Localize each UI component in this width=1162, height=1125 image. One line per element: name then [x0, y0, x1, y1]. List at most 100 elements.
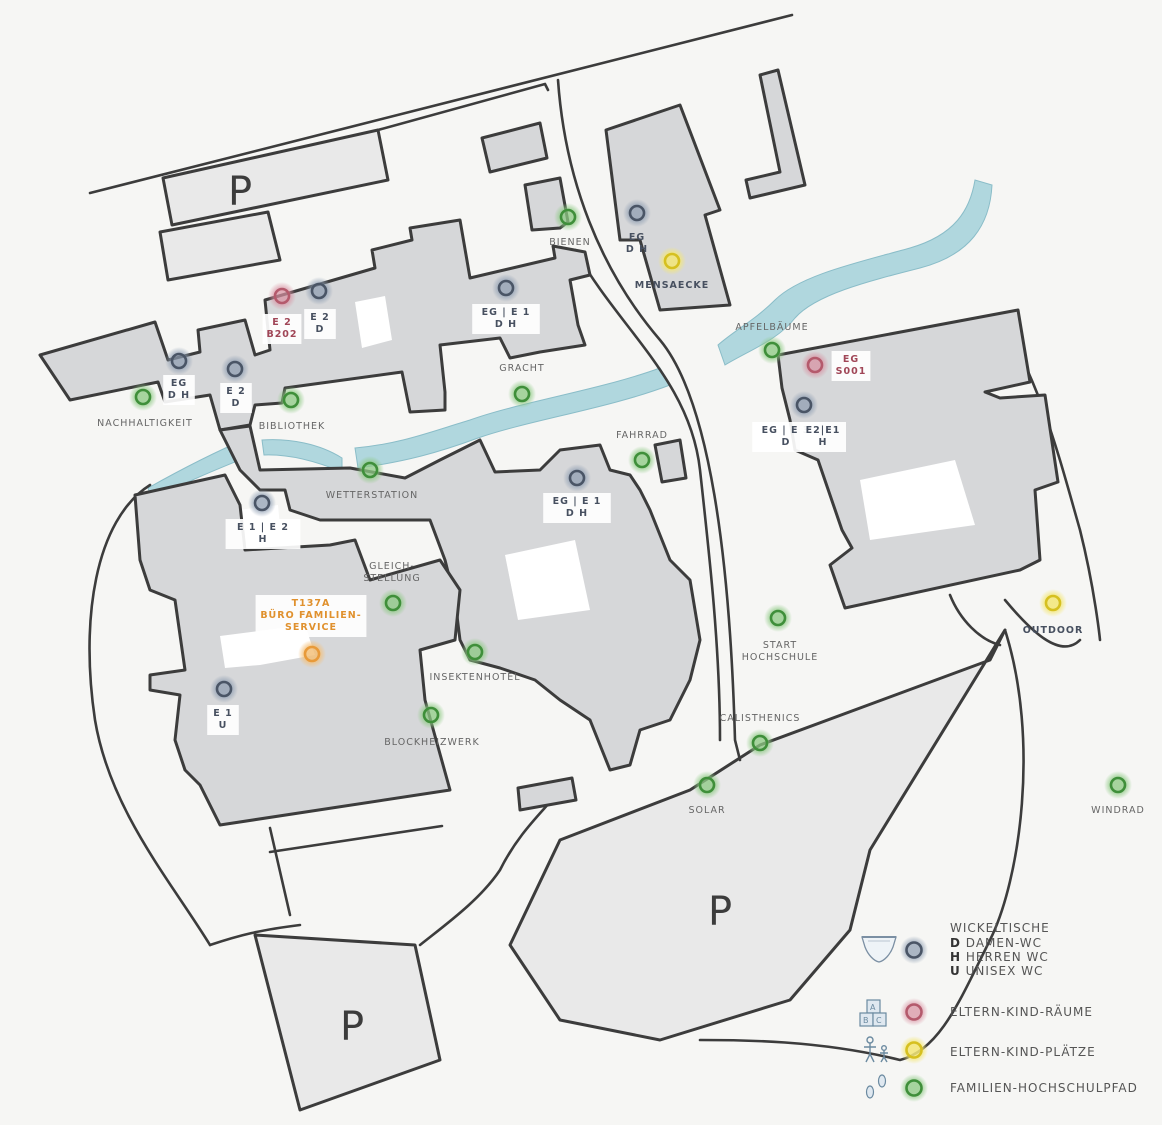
marker-ring[interactable]	[384, 594, 402, 612]
marker-label: EG | E 3	[762, 425, 811, 436]
marker-insektenhotel[interactable]: INSEKTENHOTEL	[429, 638, 520, 683]
marker-label: E 2	[272, 317, 291, 328]
marker-nachhaltigkeit[interactable]: NACHHALTIGKEIT	[97, 383, 193, 429]
marker-ring[interactable]	[751, 734, 769, 752]
label-background	[220, 383, 252, 413]
marker-eg-e1-mid[interactable]: EG | E 1D H	[543, 464, 611, 523]
marker-ring[interactable]	[253, 494, 271, 512]
marker-calisthenics[interactable]: CALISTHENICS	[720, 713, 801, 757]
road-north-edge	[88, 13, 794, 195]
marker-blockheizwerk[interactable]: BLOCKHEIZWERK	[384, 701, 480, 748]
parking-letter: P	[708, 889, 732, 935]
marker-glow	[277, 386, 305, 414]
marker-label: GLEICH-	[369, 561, 415, 572]
marker-label: GRACHT	[499, 363, 545, 374]
road-north-edge-2	[376, 82, 550, 132]
marker-label: START	[763, 640, 797, 651]
marker-ring[interactable]	[303, 645, 321, 663]
legend: WICKELTISCHE D DAMEN-WC H HERREN WC U UN…	[859, 921, 1137, 1102]
marker-ring[interactable]	[559, 208, 577, 226]
marker-ring[interactable]	[226, 360, 244, 378]
svg-text:U UNISEX WC: U UNISEX WC	[950, 964, 1043, 978]
marker-glow	[563, 464, 591, 492]
marker-ring[interactable]	[633, 451, 651, 469]
road-south-1	[208, 923, 302, 947]
marker-e2-e1[interactable]: E2|E1H	[800, 422, 846, 452]
marker-label: WETTERSTATION	[326, 490, 418, 501]
marker-glow	[298, 640, 326, 668]
marker-bibliothek[interactable]: BIBLIOTHEK	[259, 386, 326, 432]
road-right-branch	[573, 248, 722, 742]
marker-label: APFELBÄUME	[735, 322, 808, 333]
legend-marker-yellow	[900, 1036, 928, 1064]
marker-apfelbaeume[interactable]: APFELBÄUME	[735, 322, 808, 364]
svg-text:B: B	[863, 1016, 869, 1025]
marker-ring[interactable]	[763, 341, 781, 359]
marker-e2-d-cross[interactable]: E 2D	[220, 355, 252, 413]
marker-mensa-wc[interactable]: EGD H	[623, 199, 651, 255]
marker-ring[interactable]	[663, 252, 681, 270]
marker-gleichstellung[interactable]: GLEICH-STELLUNG	[363, 561, 420, 617]
marker-ring[interactable]	[361, 461, 379, 479]
marker-label: H	[819, 437, 828, 448]
marker-ring[interactable]	[698, 776, 716, 794]
marker-label: NACHHALTIGKEIT	[97, 418, 193, 429]
marker-outdoor[interactable]: OUTDOOR	[1023, 589, 1084, 636]
marker-label: SOLAR	[688, 805, 725, 816]
marker-ring[interactable]	[628, 204, 646, 222]
marker-label: E 2	[226, 386, 245, 397]
marker-ring[interactable]	[273, 287, 291, 305]
marker-glow	[379, 589, 407, 617]
marker-label: E2|E1	[806, 425, 841, 436]
marker-windrad[interactable]: WINDRAD	[1091, 771, 1145, 816]
marker-ring[interactable]	[795, 396, 813, 414]
marker-e1-u[interactable]: E 1U	[207, 675, 239, 735]
label-background	[304, 309, 336, 339]
marker-label: T137A	[292, 598, 331, 609]
marker-ring[interactable]	[568, 469, 586, 487]
marker-ring[interactable]	[310, 282, 328, 300]
marker-ring[interactable]	[282, 391, 300, 409]
marker-glow	[210, 675, 238, 703]
label-background	[800, 422, 846, 452]
marker-ring[interactable]	[497, 279, 515, 297]
marker-e2-d-top[interactable]: E 2D	[304, 277, 336, 339]
legend-marker-green	[900, 1074, 928, 1102]
marker-eg-e1-top[interactable]: EG | E 1D H	[472, 274, 540, 334]
parking-lot-north	[161, 128, 390, 227]
marker-ring[interactable]	[422, 706, 440, 724]
marker-label: EG | E 1	[553, 496, 602, 507]
marker-wetterstation[interactable]: WETTERSTATION	[326, 456, 418, 501]
marker-e1-e2[interactable]: E 1 | E 2H	[225, 489, 301, 549]
marker-ring[interactable]	[513, 385, 531, 403]
marker-gracht[interactable]: GRACHT	[499, 363, 545, 408]
marker-label: U	[219, 720, 228, 731]
marker-label: D H	[566, 508, 588, 519]
marker-eg-dh-left[interactable]: EGD H	[163, 347, 195, 405]
marker-solar[interactable]: SOLAR	[688, 771, 725, 816]
marker-glow	[165, 347, 193, 375]
marker-ring[interactable]	[806, 356, 824, 374]
marker-ring[interactable]	[1109, 776, 1127, 794]
marker-fahrrad[interactable]: FAHRRAD	[616, 430, 668, 474]
marker-mensaecke[interactable]: MENSAECKE	[635, 247, 709, 291]
marker-ring[interactable]	[170, 352, 188, 370]
marker-label: OUTDOOR	[1023, 625, 1084, 636]
marker-ring[interactable]	[134, 388, 152, 406]
canals	[147, 179, 993, 501]
marker-ring[interactable]	[769, 609, 787, 627]
marker-bienen[interactable]: BIENEN	[549, 203, 591, 248]
marker-glow	[764, 604, 792, 632]
label-background	[472, 304, 540, 334]
marker-label: HOCHSCHULE	[742, 652, 818, 663]
marker-ring[interactable]	[1044, 594, 1062, 612]
marker-ring[interactable]	[466, 643, 484, 661]
road-east-3	[698, 628, 1025, 1062]
marker-label: MENSAECKE	[635, 280, 709, 291]
marker-ring[interactable]	[215, 680, 233, 698]
